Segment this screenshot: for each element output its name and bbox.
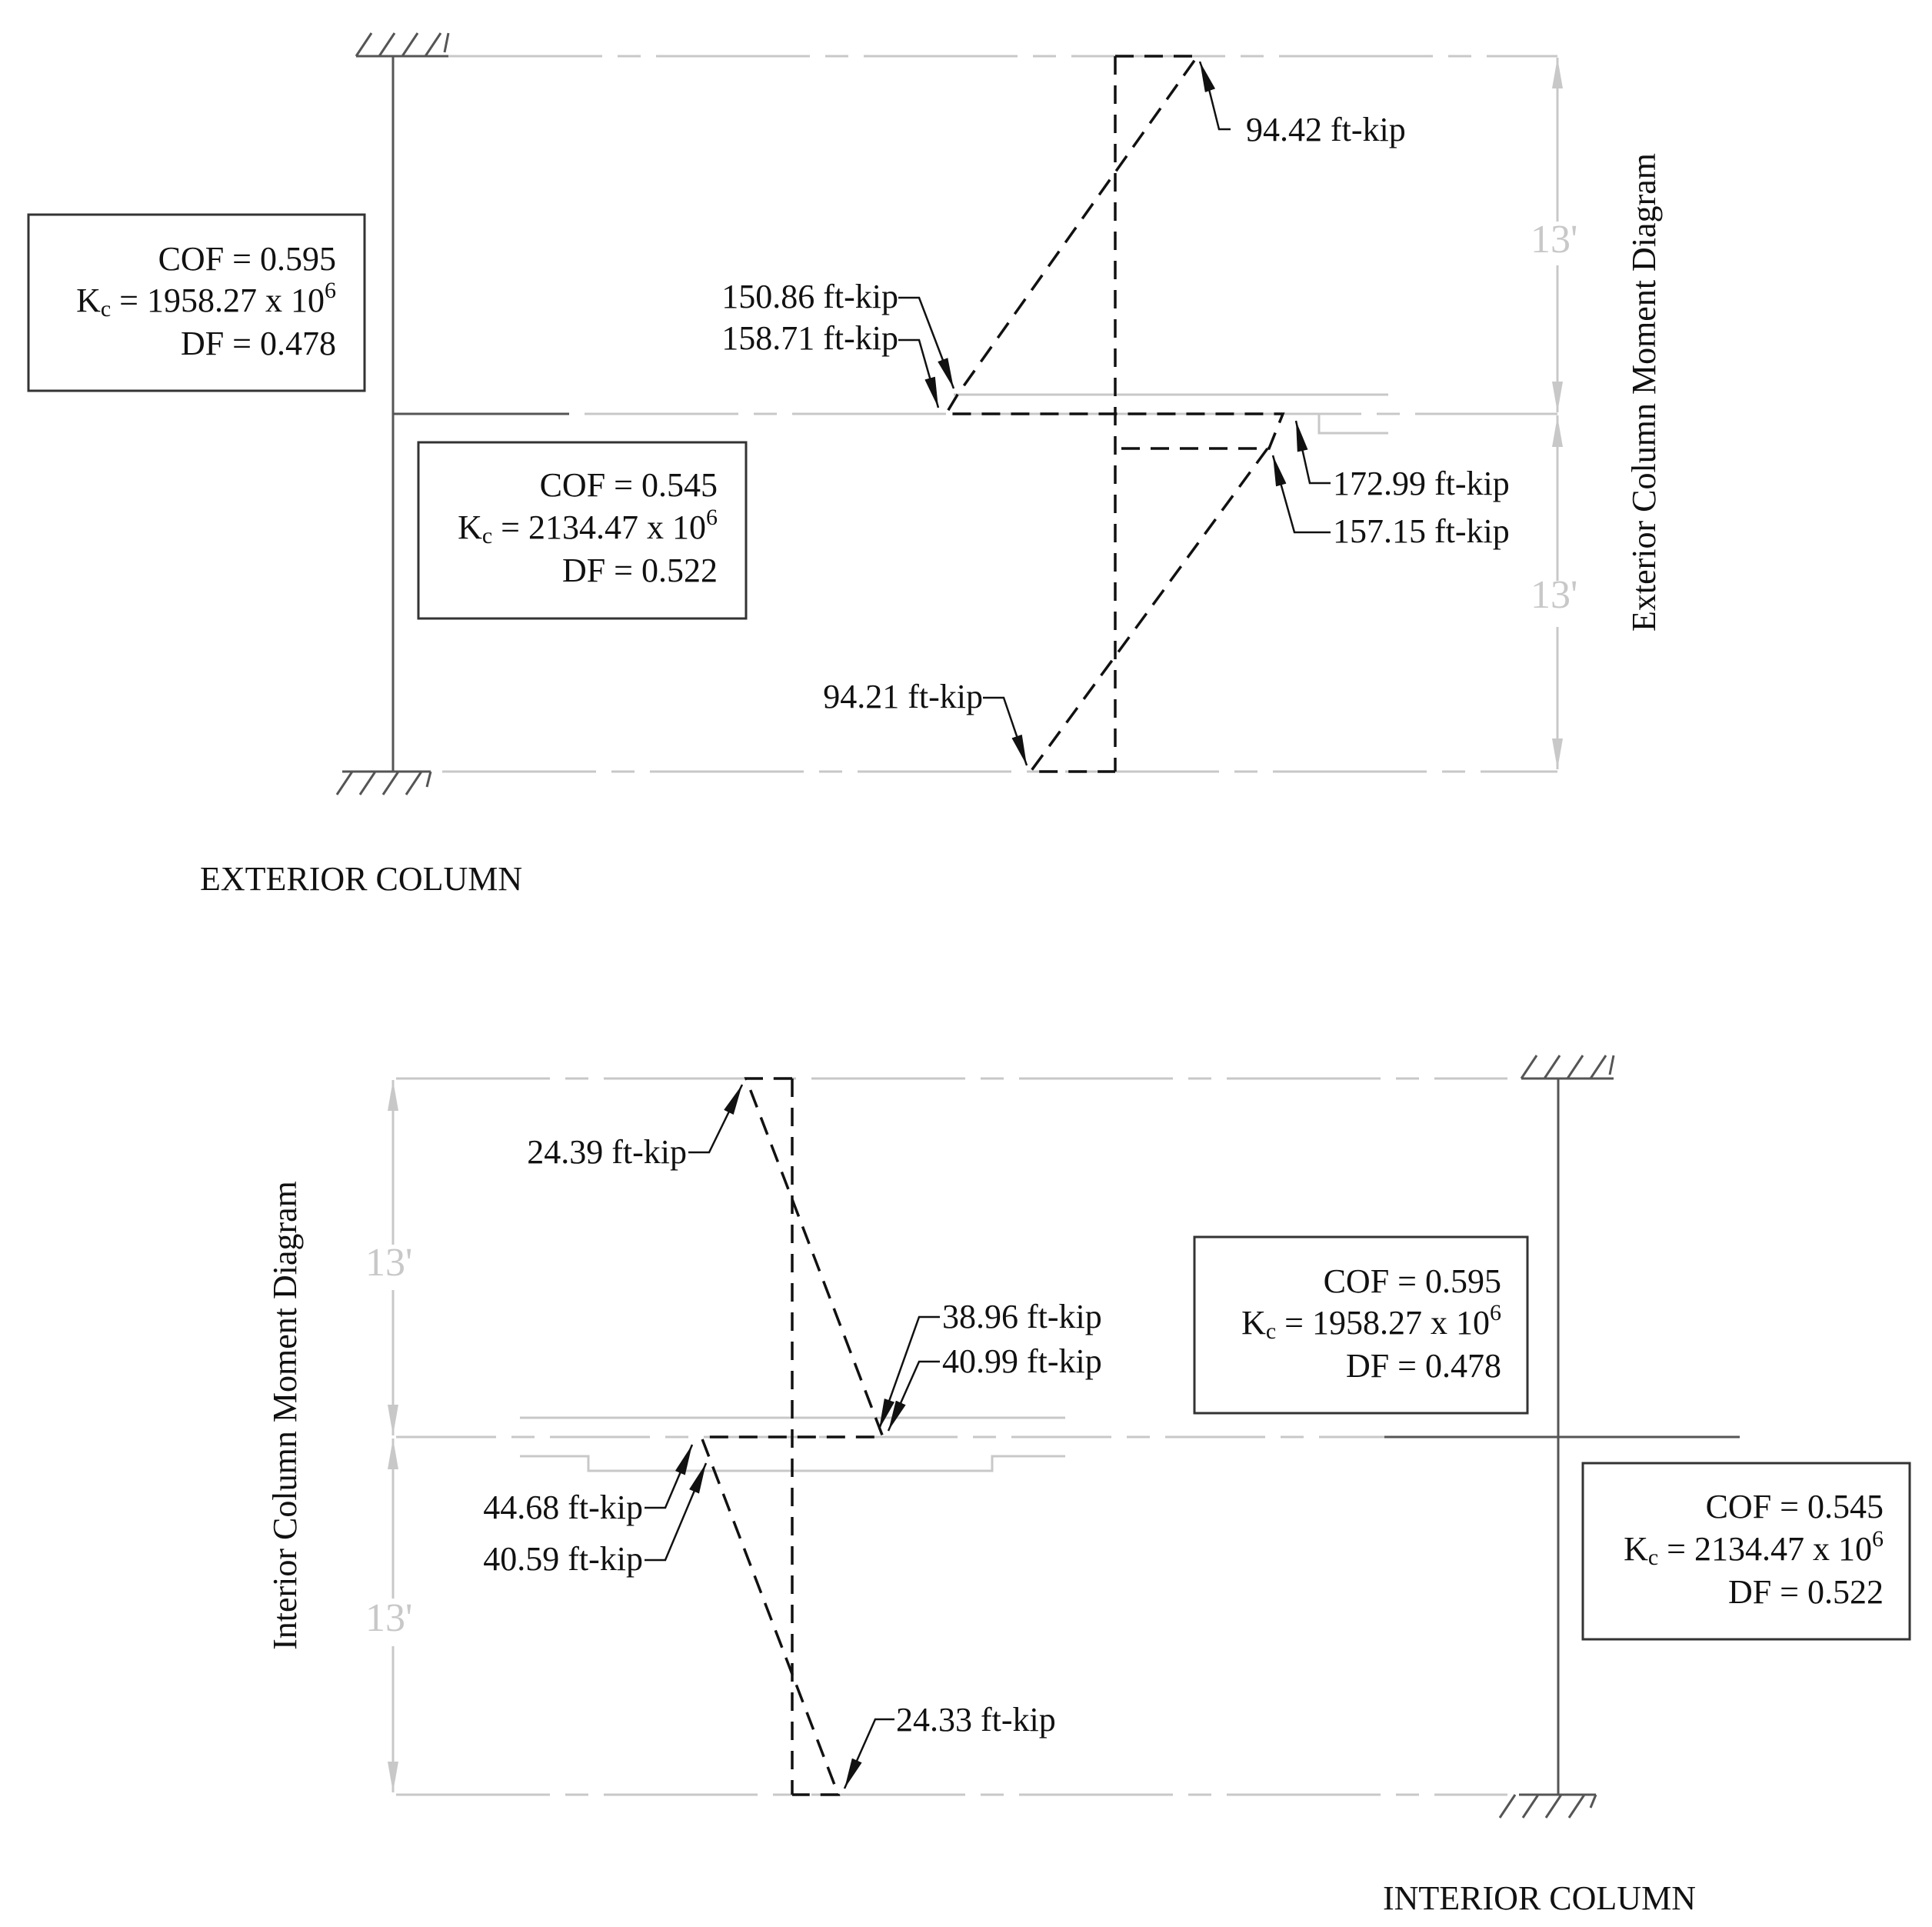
exterior-moment-bottom-label: 94.21 ft-kip xyxy=(823,678,983,715)
exterior-moment-joint-upper-2-label: 158.71 ft-kip xyxy=(721,319,898,357)
cof-value: COF = 0.595 xyxy=(1324,1262,1501,1300)
interior-upper-property-box: COF = 0.595 Kc = 1958.27 x 106 DF = 0.47… xyxy=(1193,1235,1529,1415)
exterior-column-caption: EXTERIOR COLUMN xyxy=(200,860,522,898)
interior-lower-property-box: COF = 0.545 Kc = 2134.47 x 106 DF = 0.52… xyxy=(1581,1462,1911,1641)
top-fixed-support-icon xyxy=(355,32,450,58)
exterior-moment-top-label: 94.42 ft-kip xyxy=(1246,111,1406,148)
interior-moment-top-label: 24.39 ft-kip xyxy=(527,1133,687,1171)
top-fixed-support-icon xyxy=(1520,1055,1615,1080)
df-value: DF = 0.478 xyxy=(181,325,336,362)
exterior-upper-moment-curve xyxy=(943,55,1285,450)
exterior-moment-joint-right-2-label: 157.15 ft-kip xyxy=(1333,512,1510,550)
exterior-lower-span-dim: 13' xyxy=(1531,573,1577,617)
interior-column-caption: INTERIOR COLUMN xyxy=(1383,1879,1696,1917)
exterior-leaders xyxy=(898,61,1331,766)
df-value: DF = 0.522 xyxy=(1728,1573,1884,1611)
exterior-lower-property-box: COF = 0.545 Kc = 2134.47 x 106 DF = 0.52… xyxy=(417,441,748,620)
interior-moment-bottom-label: 24.33 ft-kip xyxy=(896,1701,1056,1739)
interior-moment-joint-left-1-label: 44.68 ft-kip xyxy=(483,1489,643,1526)
exterior-column-group: 13' 13' 94.42 ft-kip 150.86 ft-kip 158.7… xyxy=(27,32,1663,898)
interior-moment-joint-left-2-label: 40.59 ft-kip xyxy=(483,1540,643,1578)
exterior-lower-moment-curve xyxy=(1028,447,1269,773)
kc-value: Kc = 1958.27 x 106 xyxy=(1241,1300,1501,1344)
interior-leaders xyxy=(645,1084,940,1789)
df-value: DF = 0.522 xyxy=(562,552,718,589)
kc-value: Kc = 2134.47 x 106 xyxy=(1624,1526,1884,1570)
interior-upper-moment-curve xyxy=(699,1077,885,1796)
kc-value: Kc = 2134.47 x 106 xyxy=(458,505,718,548)
exterior-moment-diagram xyxy=(943,55,1285,773)
cof-value: COF = 0.595 xyxy=(158,240,336,278)
exterior-moment-joint-right-1-label: 172.99 ft-kip xyxy=(1333,465,1510,502)
interior-upper-span-dim: 13' xyxy=(365,1241,412,1285)
bottom-fixed-support-icon xyxy=(335,770,432,795)
interior-moment-joint-right-2-label: 40.99 ft-kip xyxy=(942,1342,1102,1380)
exterior-upper-property-box: COF = 0.595 Kc = 1958.27 x 106 DF = 0.47… xyxy=(27,213,366,392)
interior-moment-diagram xyxy=(699,1077,885,1796)
interior-moment-joint-right-1-label: 38.96 ft-kip xyxy=(942,1298,1102,1335)
cof-value: COF = 0.545 xyxy=(540,466,718,504)
interior-lower-span-dim: 13' xyxy=(365,1596,412,1640)
bottom-fixed-support-icon xyxy=(1498,1793,1597,1819)
interior-column-group: 13' 13' 24.39 ft-kip 38.96 ft-kip 40.99 … xyxy=(266,1055,1911,1917)
exterior-moment-joint-upper-1-label: 150.86 ft-kip xyxy=(721,278,898,315)
kc-value: Kc = 1958.27 x 106 xyxy=(76,278,336,322)
interior-diagram-title: Interior Column Moment Diagram xyxy=(266,1181,304,1650)
exterior-diagram-title: Exterior Column Moment Diagram xyxy=(1625,153,1663,632)
df-value: DF = 0.478 xyxy=(1346,1347,1501,1385)
cof-value: COF = 0.545 xyxy=(1706,1488,1884,1525)
reference-lines xyxy=(396,1077,1507,1796)
exterior-upper-span-dim: 13' xyxy=(1531,218,1577,262)
